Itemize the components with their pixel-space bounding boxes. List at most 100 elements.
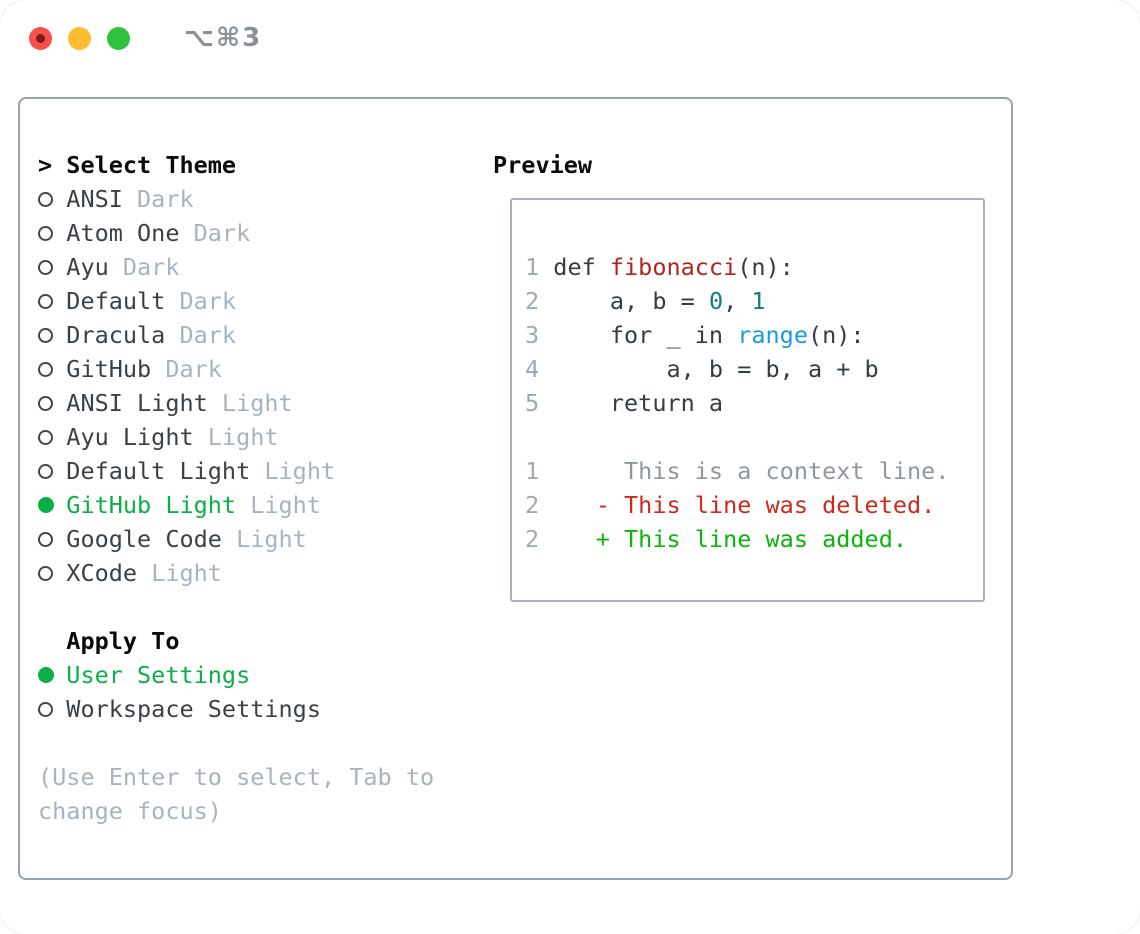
radio-selected-icon [38,497,54,513]
radio-cell [38,667,66,683]
radio-icon [38,259,53,275]
minimize-button[interactable] [68,26,91,50]
theme-variant-label: Light [236,525,307,553]
line-number: 1 [525,253,554,281]
titlebar: ⌥⌘3 [0,0,1140,76]
select-theme-header: > Select Theme [38,148,434,182]
theme-variant-label: Light [207,423,279,451]
spacer [38,590,434,624]
theme-option[interactable]: Ayu Light Light [38,420,434,454]
theme-option-label: ANSI Light [66,389,208,417]
window-title: ⌥⌘3 [184,23,263,53]
radio-icon [38,327,53,343]
line-number: 2 [525,491,554,519]
radio-cell [38,293,66,309]
code-segment: 0 [708,287,724,315]
radio-icon [38,565,53,581]
radio-cell [38,531,66,547]
theme-variant-label: Light [221,389,293,417]
radio-cell [38,701,66,717]
theme-variant-label: Dark [137,185,194,213]
radio-cell [38,565,66,581]
preview-row: 5 return a [525,386,983,420]
theme-variant-label: Dark [122,253,180,281]
line-number: 5 [525,389,554,417]
radio-icon [38,701,53,717]
theme-option-label: Dracula [66,321,166,349]
hint-line-2: change focus) [38,797,222,825]
preview-title: Preview [493,151,593,179]
theme-option[interactable]: Google Code Light [38,522,434,556]
code-segment: , [723,287,752,315]
theme-option[interactable]: Default Dark [38,284,434,318]
apply-to-header: Apply To [38,624,434,658]
line-number: 2 [525,525,554,553]
prompt-icon: > [38,151,53,179]
zoom-button[interactable] [107,26,130,50]
radio-icon [38,429,53,445]
radio-icon [38,531,53,547]
preview-row: 1 def fibonacci(n): [525,250,983,284]
radio-cell [38,327,66,343]
theme-option[interactable]: Dracula Dark [38,318,434,352]
radio-cell [38,395,66,411]
theme-variant-label: Dark [179,321,237,349]
theme-option-label: Google Code [66,525,222,553]
radio-cell [38,225,66,241]
preview-row: 4 a, b = b, a + b [525,352,983,386]
code-segment: (n): [807,321,865,349]
radio-icon [38,361,53,377]
theme-option-label: Default Light [66,457,251,485]
code-segment: (n): [737,253,794,281]
theme-variant-label: Dark [193,219,251,247]
theme-variant-label: Light [264,457,336,485]
theme-option-label: GitHub Light [66,491,237,519]
radio-selected-icon [38,667,54,683]
theme-option-label: GitHub [66,355,152,383]
code-segment: range [737,321,808,349]
radio-cell [38,361,66,377]
preview-row: 2 a, b = 0, 1 [525,284,983,318]
preview-row: 2 + This line was added. [525,522,983,556]
theme-option[interactable]: Default Light Light [38,454,434,488]
radio-cell [38,463,66,479]
code-segment: This is a context line. [553,457,950,485]
theme-option[interactable]: ANSI Dark [38,182,434,216]
apply-option[interactable]: Workspace Settings [38,692,434,726]
theme-variant-label: Light [151,559,222,587]
spacer [38,726,434,760]
radio-icon [38,225,53,241]
theme-option-label: Ayu Light [66,423,194,451]
code-segment: - This line was deleted. [553,491,936,519]
theme-option-label: Atom One [66,219,180,247]
theme-option[interactable]: Atom One Dark [38,216,434,250]
code-segment: return a [553,389,724,417]
radio-cell [38,259,66,275]
theme-variant-label: Dark [179,287,237,315]
code-segment: a, b = [553,287,709,315]
radio-icon [38,191,53,207]
close-button[interactable] [29,26,52,50]
theme-option-label: ANSI [66,185,123,213]
theme-option-label: Default [66,287,166,315]
select-theme-title: Select Theme [66,151,237,179]
theme-option-label: XCode [66,559,138,587]
theme-option[interactable]: ANSI Light Light [38,386,434,420]
code-segment: for _ in [553,321,738,349]
code-segment: 1 [751,287,766,315]
line-number: 4 [525,355,554,383]
radio-icon [38,293,53,309]
apply-option-label: User Settings [66,661,251,689]
apply-option[interactable]: User Settings [38,658,434,692]
code-segment: + This line was added. [553,525,908,553]
apply-to-title: Apply To [66,627,180,655]
theme-option[interactable]: XCode Light [38,556,434,590]
